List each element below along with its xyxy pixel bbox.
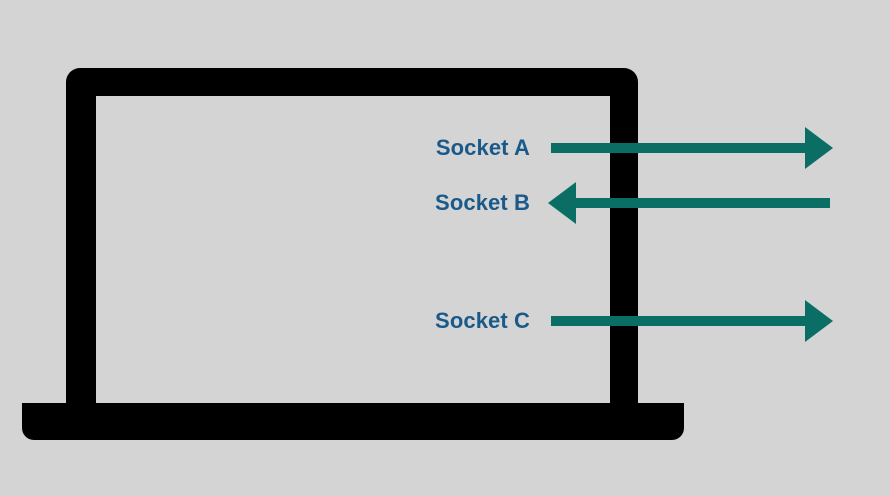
socket-b-label: Socket B	[435, 190, 530, 215]
arrow-socket-b	[548, 182, 830, 224]
socket-c-label: Socket C	[435, 308, 530, 333]
arrow-socket-a	[551, 127, 833, 169]
laptop-base	[22, 403, 684, 440]
arrow-socket-c-head	[805, 300, 833, 342]
laptop-screen	[96, 96, 610, 403]
arrow-socket-b-head	[548, 182, 576, 224]
arrow-socket-c	[551, 300, 833, 342]
arrow-socket-a-head	[805, 127, 833, 169]
socket-a-label: Socket A	[435, 135, 530, 160]
